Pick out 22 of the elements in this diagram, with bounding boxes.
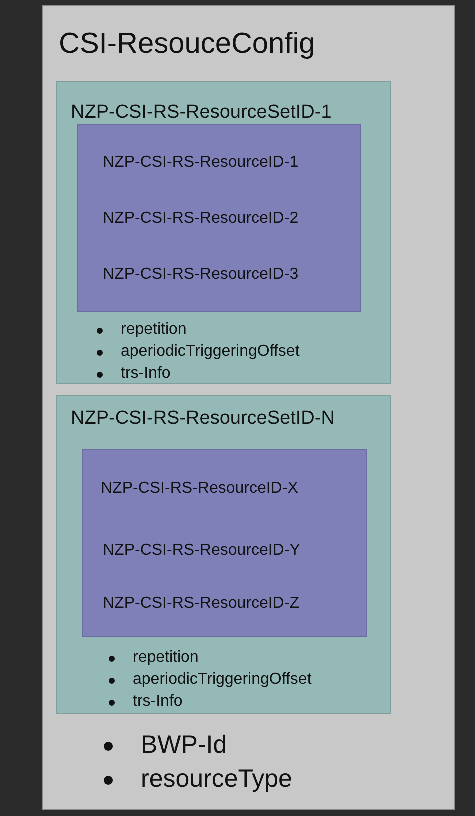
- bullet-item: trs-Info: [121, 365, 171, 384]
- bullet-item: aperiodicTriggeringOffset: [121, 343, 300, 362]
- box-heading: NZP-CSI-RS-ResourceSetID-N: [71, 408, 335, 430]
- bullet-item: trs-Info: [133, 693, 183, 712]
- bullet-item: BWP-Id: [141, 731, 228, 760]
- resource-set-box: [56, 81, 391, 384]
- box-heading: CSI-ResouceConfig: [59, 28, 316, 62]
- resource-list-box: [77, 124, 361, 312]
- resource-id: NZP-CSI-RS-ResourceID-1: [103, 154, 299, 172]
- resource-id: NZP-CSI-RS-ResourceID-X: [101, 480, 298, 498]
- resource-id: NZP-CSI-RS-ResourceID-Y: [103, 542, 300, 560]
- bullet-item: aperiodicTriggeringOffset: [133, 671, 312, 690]
- resource-id: NZP-CSI-RS-ResourceID-3: [103, 266, 299, 284]
- bullet-item: repetition: [133, 649, 199, 668]
- resource-id: NZP-CSI-RS-ResourceID-Z: [103, 595, 300, 614]
- bullet-item: resourceType: [141, 765, 292, 794]
- bullet-item: repetition: [121, 321, 187, 340]
- resource-set-box: [56, 395, 391, 714]
- box-heading: NZP-CSI-RS-ResourceSetID-1: [71, 102, 332, 124]
- resource-list-box: [82, 449, 367, 637]
- config-panel: [42, 5, 455, 810]
- resource-id: NZP-CSI-RS-ResourceID-2: [103, 210, 299, 228]
